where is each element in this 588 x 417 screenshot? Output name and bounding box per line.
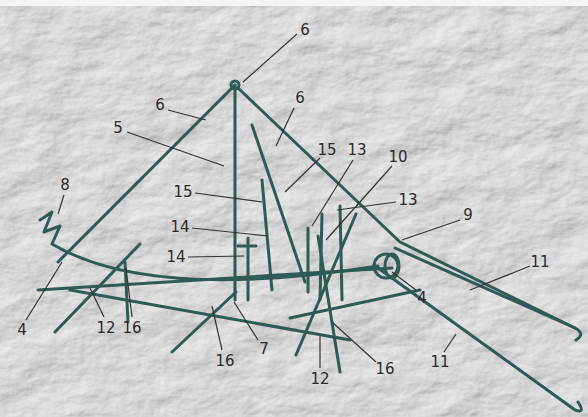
callout-number: 10 xyxy=(387,150,408,165)
leader-line xyxy=(90,288,104,317)
leader-line xyxy=(319,336,320,368)
rigging-line xyxy=(238,88,581,340)
leader-line xyxy=(127,132,224,166)
sail-line xyxy=(252,125,305,282)
leader-line xyxy=(337,202,396,210)
callout-number: 6 xyxy=(154,98,166,113)
callout-number: 13 xyxy=(397,193,418,208)
oar-line xyxy=(172,292,236,352)
callout-number: 16 xyxy=(121,321,142,336)
photo-edge xyxy=(0,0,588,6)
leader-line xyxy=(188,256,244,257)
rigging-line xyxy=(58,85,235,262)
callout-number: 6 xyxy=(299,23,311,38)
crew-line xyxy=(307,228,310,292)
callout-number: 6 xyxy=(294,91,306,106)
leader-line xyxy=(192,228,268,236)
leader-lines xyxy=(26,34,530,368)
callout-number: 7 xyxy=(258,342,270,357)
callout-number: 13 xyxy=(346,143,367,158)
leader-line xyxy=(332,322,376,362)
oar-line xyxy=(70,290,350,340)
leader-line xyxy=(195,193,262,202)
callout-number: 16 xyxy=(374,362,395,377)
oar-line xyxy=(290,290,420,318)
crew-line xyxy=(238,245,256,248)
stern-line xyxy=(378,268,581,411)
leader-line xyxy=(234,302,258,340)
mast-line xyxy=(234,85,237,300)
callout-number: 4 xyxy=(416,291,428,306)
callout-number: 14 xyxy=(165,250,186,265)
callout-number: 14 xyxy=(169,220,190,235)
leader-line xyxy=(470,266,530,290)
callout-number: 11 xyxy=(429,355,450,370)
leader-line xyxy=(212,306,222,350)
leader-line xyxy=(168,110,206,120)
callout-number: 12 xyxy=(95,321,116,336)
leader-line xyxy=(392,272,416,290)
stern-coil xyxy=(385,254,399,278)
leader-line xyxy=(26,262,62,320)
callout-number: 5 xyxy=(112,121,124,136)
callout-number: 15 xyxy=(316,143,337,158)
leader-line xyxy=(444,334,456,352)
callout-number: 11 xyxy=(529,255,550,270)
stern-line xyxy=(395,248,575,328)
ship-tracing xyxy=(38,81,581,411)
oar-line xyxy=(55,244,140,332)
leader-line xyxy=(58,195,64,214)
leader-line xyxy=(126,268,132,317)
callout-number: 12 xyxy=(309,372,330,387)
callout-number: 15 xyxy=(172,185,193,200)
leader-line xyxy=(326,166,392,240)
callout-number: 4 xyxy=(16,323,28,338)
callout-number: 16 xyxy=(214,354,235,369)
callout-number: 9 xyxy=(462,208,474,223)
hull-line xyxy=(40,212,378,280)
hull-line xyxy=(38,268,392,290)
leader-line xyxy=(276,108,294,146)
leader-line xyxy=(285,158,320,192)
leader-line xyxy=(402,220,460,240)
leader-line xyxy=(243,34,297,82)
callout-number: 8 xyxy=(59,178,71,193)
oar-line xyxy=(318,236,340,372)
